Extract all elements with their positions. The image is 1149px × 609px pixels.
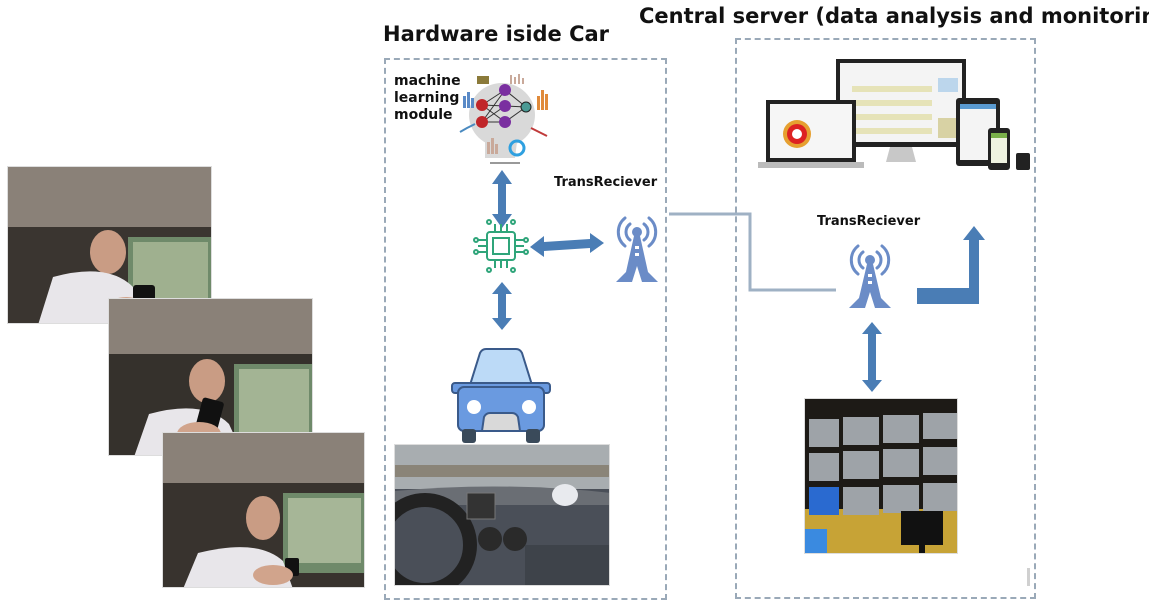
server-to-control-room-arrow — [862, 322, 882, 392]
ml-module-label: machine learning module — [394, 73, 461, 124]
scroll-indicator — [1027, 568, 1030, 586]
driver-photo-icon — [8, 167, 211, 323]
dashboard-camera-photo — [394, 444, 610, 586]
control-room-photo-icon — [805, 399, 957, 553]
ml-module-label-line-2: learning — [394, 90, 460, 106]
control-room-photo — [804, 398, 958, 554]
ml-module-label-line-1: machine — [394, 73, 461, 89]
driver-frame-2 — [108, 298, 313, 456]
hardware-section-box — [384, 58, 667, 600]
server-section-title: Central server (data analysis and monito… — [639, 4, 1149, 28]
driver-photo-icon — [109, 299, 312, 455]
dashboard-photo-icon — [395, 445, 609, 585]
ml-module-label-line-3: module — [394, 107, 453, 123]
driver-frame-3 — [162, 432, 365, 588]
driver-photo-icon — [163, 433, 364, 587]
car-icon — [451, 348, 551, 443]
neural-network-head-icon — [459, 74, 548, 164]
chip-to-car-arrow — [492, 282, 512, 330]
server-transceiver-tower-icon — [849, 244, 891, 308]
car-transceiver-label: TransReciever — [554, 175, 658, 190]
car-transceiver-tower-icon — [616, 216, 658, 282]
chip-to-transceiver-arrow — [530, 233, 604, 257]
server-section-box — [735, 38, 1036, 599]
server-to-devices-arrow — [917, 226, 985, 304]
processor-chip-icon — [473, 219, 529, 273]
monitoring-devices-icon — [758, 59, 1030, 170]
driver-frame-1 — [7, 166, 212, 324]
hardware-section-title: Hardware iside Car — [383, 22, 610, 46]
server-transceiver-label: TransReciever — [817, 214, 921, 229]
ml-to-chip-arrow — [492, 170, 512, 228]
